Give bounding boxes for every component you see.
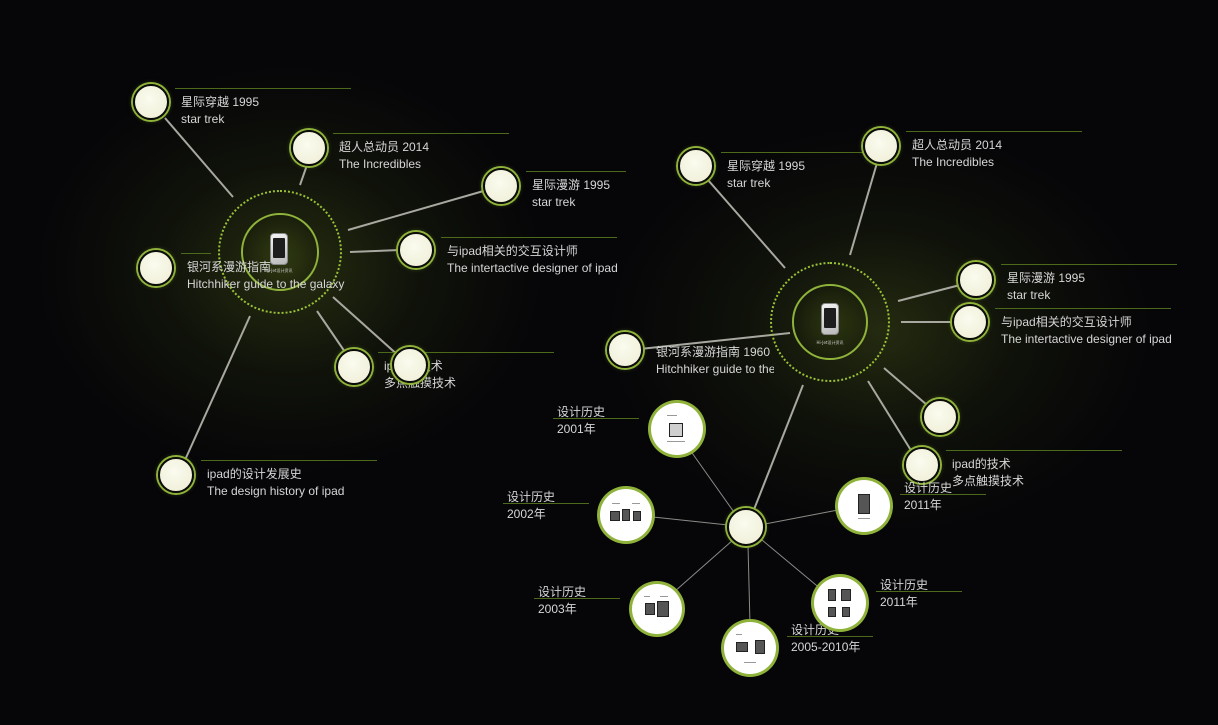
history-title: 设计历史: [791, 623, 840, 637]
left-label-star-trek-1: 星际穿越 1995 star trek: [175, 88, 351, 128]
right-node-star-trek-2[interactable]: [958, 262, 994, 298]
left-node-history[interactable]: [158, 457, 194, 493]
right-label-star-trek-1: 星际穿越 1995 star trek: [721, 152, 897, 192]
right-label-star-trek-2: 星际漫游 1995 star trek: [1001, 264, 1177, 304]
label-en: star trek: [181, 112, 225, 126]
label-zh: 星际漫游 1995: [532, 178, 611, 192]
left-hub-caption: Hi-Jet设计资讯: [265, 268, 293, 273]
history-label-2003: 设计历史 2003年: [534, 584, 620, 618]
label-en: star trek: [727, 176, 771, 190]
history-title: 设计历史: [557, 405, 606, 419]
label-zh: 银河系漫游指南 1960: [656, 345, 771, 359]
right-node-tech-a[interactable]: [922, 399, 958, 435]
history-title: 设计历史: [904, 481, 953, 495]
label-zh: 星际穿越 1995: [181, 95, 260, 109]
label-zh: ipad的设计发展史: [207, 467, 302, 481]
history-thumb-2011-b[interactable]: [838, 480, 890, 532]
left-hub-outer-ring: [218, 190, 342, 314]
history-title: 设计历史: [507, 490, 556, 504]
label-en: The intertactive designer of ipad: [447, 261, 618, 275]
history-title: 设计历史: [538, 585, 587, 599]
label-en: The intertactive designer of ipad: [1001, 332, 1172, 346]
label-zh: 超人总动员 2014: [339, 140, 430, 154]
history-year: 2005-2010年: [791, 640, 861, 654]
right-label-hitchhiker: 银河系漫游指南 1960 Hitchhiker guide to the gal…: [656, 344, 774, 378]
right-label-tech: ipad的技术 多点触摸技术: [946, 450, 1122, 490]
left-node-star-trek-1[interactable]: [133, 84, 169, 120]
history-year: 2001年: [557, 422, 596, 436]
phone-icon: [270, 233, 288, 265]
right-node-star-trek-1[interactable]: [678, 148, 714, 184]
right-label-designer: 与ipad相关的交互设计师 The intertactive designer …: [995, 308, 1172, 348]
label-zh: 星际漫游 1995: [1007, 271, 1086, 285]
left-node-tech-a[interactable]: [336, 349, 372, 385]
label-en: star trek: [532, 195, 576, 209]
history-thumb-2005-2010[interactable]: [724, 622, 776, 674]
label-en: The design history of ipad: [207, 484, 345, 498]
left-label-star-trek-2: 星际漫游 1995 star trek: [526, 171, 626, 211]
right-hub-caption: Hi-Jet设计资讯: [816, 340, 844, 345]
history-label-2001: 设计历史 2001年: [553, 404, 639, 438]
right-hub[interactable]: [792, 284, 868, 360]
history-year: 2003年: [538, 602, 577, 616]
left-label-designer: 与ipad相关的交互设计师 The intertactive designer …: [441, 237, 618, 277]
label-zh: 与ipad相关的交互设计师: [1001, 315, 1132, 329]
history-label-2005-2010: 设计历史 2005-2010年: [787, 622, 873, 656]
label-en: Hitchhiker guide to the galaxy: [187, 277, 345, 291]
label-en: 多点触摸技术: [952, 474, 1025, 488]
left-label-incredibles: 超人总动员 2014 The Incredibles: [333, 133, 509, 173]
history-label-2002: 设计历史 2002年: [503, 489, 589, 523]
phone-icon: [821, 303, 839, 335]
left-node-designer[interactable]: [398, 232, 434, 268]
history-label-2011-b: 设计历史 2011年: [900, 480, 986, 514]
history-hub-node[interactable]: [727, 508, 765, 546]
right-node-hitchhiker[interactable]: [607, 332, 643, 368]
history-label-2011-a: 设计历史 2011年: [876, 577, 962, 611]
label-en: Hitchhiker guide to the galaxy: [656, 362, 774, 376]
label-zh: 银河系漫游指南: [187, 260, 272, 274]
left-label-history: ipad的设计发展史 The design history of ipad: [201, 460, 377, 500]
left-node-tech-b[interactable]: [392, 347, 428, 383]
history-year: 2011年: [880, 595, 918, 609]
history-thumb-2003[interactable]: [632, 584, 682, 634]
left-node-incredibles[interactable]: [291, 130, 327, 166]
history-thumb-2001[interactable]: [651, 403, 703, 455]
history-thumb-2011-a[interactable]: [814, 577, 866, 629]
history-title: 设计历史: [880, 578, 929, 592]
label-en: star trek: [1007, 288, 1051, 302]
left-hub[interactable]: [241, 213, 319, 291]
label-zh: 星际穿越 1995: [727, 159, 806, 173]
history-thumb-2002[interactable]: [600, 489, 652, 541]
history-year: 2011年: [904, 498, 942, 512]
left-label-hitchhiker: 银河系漫游指南 Hitchhiker guide to the galaxy: [181, 253, 345, 293]
left-node-hitchhiker[interactable]: [138, 250, 174, 286]
history-year: 2002年: [507, 507, 546, 521]
label-zh: 与ipad相关的交互设计师: [447, 244, 578, 258]
right-node-designer[interactable]: [952, 304, 988, 340]
left-node-star-trek-2[interactable]: [483, 168, 519, 204]
label-en: The Incredibles: [912, 155, 995, 169]
right-node-tech-b[interactable]: [904, 447, 940, 483]
label-en: The Incredibles: [339, 157, 422, 171]
right-label-incredibles: 超人总动员 2014 The Incredibles: [906, 131, 1082, 171]
label-zh: ipad的技术: [952, 457, 1011, 471]
right-node-incredibles[interactable]: [863, 128, 899, 164]
label-zh: 超人总动员 2014: [912, 138, 1003, 152]
right-hub-outer-ring: [770, 262, 890, 382]
